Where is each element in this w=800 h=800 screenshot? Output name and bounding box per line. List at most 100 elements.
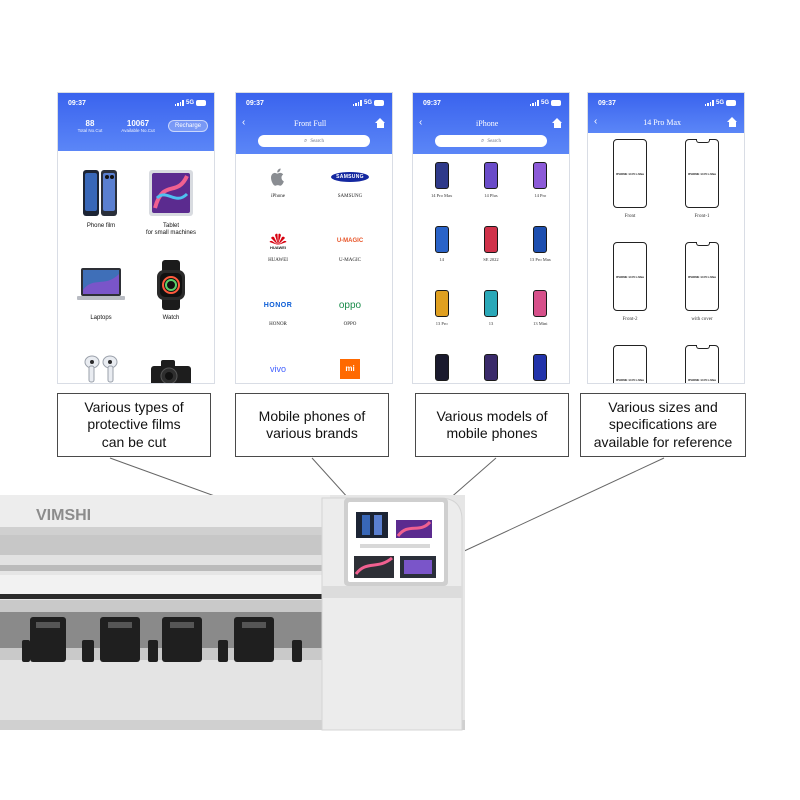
home-screen: 09:37 5G 88 Total No.Cut 10067 Available… <box>58 93 214 383</box>
stat-total-label: Total No.Cut <box>77 128 103 133</box>
model-item[interactable] <box>417 354 466 383</box>
brand-item-vivo[interactable]: vivo <box>242 350 314 383</box>
template-outline: IPHONE 14 Pro Max <box>685 242 719 311</box>
brand-item-samsung[interactable]: SAMSUNG SAMSUNG <box>314 158 386 222</box>
network-label: 5G <box>363 100 372 106</box>
umagic-logo-text: U-MAGIC <box>336 238 364 244</box>
category-watch[interactable]: Watch <box>136 252 206 344</box>
brand-item-mi[interactable]: mi <box>314 350 386 383</box>
template-outline: IPHONE 14 Pro Max <box>613 139 647 208</box>
phone-model-icon <box>533 354 548 381</box>
mi-logo: mi <box>340 358 360 380</box>
oppo-logo: oppo <box>339 294 361 316</box>
search-input[interactable]: ⌕Search <box>258 135 370 147</box>
brand-grid: iPhone SAMSUNG SAMSUNG HUAWEI HUAWEI U-M… <box>236 154 392 383</box>
search-icon: ⌕ <box>481 137 485 144</box>
back-chevron-icon[interactable]: ‹ <box>242 117 246 128</box>
home-icon[interactable] <box>727 117 738 127</box>
machine-top-panel <box>0 495 330 527</box>
model-item[interactable]: 14 <box>417 226 466 282</box>
brand-item-huawei[interactable]: HUAWEI HUAWEI <box>242 222 314 286</box>
brand-item-honor[interactable]: HONOR HONOR <box>242 286 314 350</box>
category-label: Tablet for small machines <box>145 223 196 236</box>
template-outline-text: IPHONE 14 Pro Max <box>687 274 717 279</box>
model-item[interactable]: 14 Pro Max <box>417 162 466 218</box>
category-tablet[interactable]: Tablet for small machines <box>136 160 206 252</box>
template-outline-text: IPHONE 14 Pro Max <box>687 377 717 382</box>
brand-item-iphone[interactable]: iPhone <box>242 158 314 222</box>
callout-protective-films: Various types of protective films can be… <box>57 393 211 457</box>
model-item[interactable] <box>466 354 515 383</box>
model-label: 13 Mini <box>533 321 548 326</box>
category-laptops[interactable]: Laptops <box>66 252 136 344</box>
model-item[interactable]: 14 Pro <box>516 162 565 218</box>
phone-model-icon <box>434 162 449 189</box>
model-label: SE 2022 <box>483 257 499 262</box>
phone-model-icon <box>483 226 498 253</box>
camera-icon <box>151 360 191 383</box>
stat-available: 10067 Available No.Cut <box>114 119 162 133</box>
status-bar: 09:37 5G <box>588 93 744 113</box>
model-label: 14 Pro <box>534 193 547 198</box>
callout-models: Various models of mobile phones <box>415 393 569 457</box>
status-bar: 09:37 5G <box>236 93 392 113</box>
machine-brand-logo: VIMSHI <box>36 507 91 524</box>
status-time: 09:37 <box>68 99 86 107</box>
back-chevron-icon[interactable]: ‹ <box>419 117 423 128</box>
model-item[interactable]: 13 <box>466 290 515 346</box>
search-wrap: ⌕Search <box>413 133 569 154</box>
model-item[interactable]: SE 2022 <box>466 226 515 282</box>
model-item[interactable]: 13 Mini <box>516 290 565 346</box>
network-label: 5G <box>540 100 549 106</box>
category-phone-film[interactable]: Phone film <box>66 160 136 252</box>
home-icon[interactable] <box>374 118 386 128</box>
honor-logo-text: HONOR <box>263 301 293 309</box>
home-icon[interactable] <box>551 118 563 128</box>
brand-label: HUAWEI <box>268 258 288 263</box>
apple-logo <box>270 166 286 188</box>
template-item[interactable]: IPHONE 14 Pro Max <box>594 339 666 383</box>
vivo-logo: vivo <box>270 358 286 380</box>
roller-clamps <box>22 617 302 662</box>
brand-item-umagic[interactable]: U-MAGIC U-MAGIC <box>314 222 386 286</box>
brand-label: OPPO <box>343 322 357 327</box>
phone-model-icon <box>434 290 449 317</box>
model-item[interactable]: 14 Plus <box>466 162 515 218</box>
signal-indicator: 5G <box>174 100 206 106</box>
phone-model-icon <box>533 290 548 317</box>
search-wrap: ⌕Search <box>236 133 392 154</box>
watch-icon <box>157 260 185 310</box>
brand-label: SAMSUNG <box>337 194 363 199</box>
template-outline: IPHONE 14 Pro Max <box>613 345 647 383</box>
cutting-rail <box>0 594 330 599</box>
phone-model-icon <box>483 290 498 317</box>
back-chevron-icon[interactable]: ‹ <box>594 116 598 127</box>
template-outline-text: IPHONE 14 Pro Max <box>615 171 645 176</box>
model-item[interactable]: 13 Pro Max <box>516 226 565 282</box>
brand-label: HONOR <box>269 322 287 327</box>
category-earbuds[interactable] <box>66 344 136 383</box>
category-camera[interactable] <box>136 344 206 383</box>
phone-model-icon <box>483 162 498 189</box>
search-input[interactable]: ⌕Search <box>435 135 547 147</box>
search-placeholder: Search <box>487 138 501 144</box>
signal-bars-icon <box>529 100 539 106</box>
recharge-button[interactable]: Recharge <box>167 120 208 132</box>
brand-label: iPhone <box>271 194 285 199</box>
status-time: 09:37 <box>423 99 441 107</box>
status-bar: 09:37 5G <box>413 93 569 113</box>
samsung-logo: SAMSUNG <box>331 166 369 188</box>
model-item[interactable] <box>516 354 565 383</box>
model-item[interactable]: 13 Pro <box>417 290 466 346</box>
search-icon: ⌕ <box>304 137 308 144</box>
cut-stats: 88 Total No.Cut 10067 Available No.Cut R… <box>58 113 214 139</box>
template-item[interactable]: IPHONE 14 Pro Max <box>666 339 738 383</box>
model-label: 13 Pro <box>435 321 448 326</box>
brands-header: 09:37 5G ‹ Front Full ⌕Search <box>236 93 392 154</box>
brand-item-oppo[interactable]: oppo OPPO <box>314 286 386 350</box>
